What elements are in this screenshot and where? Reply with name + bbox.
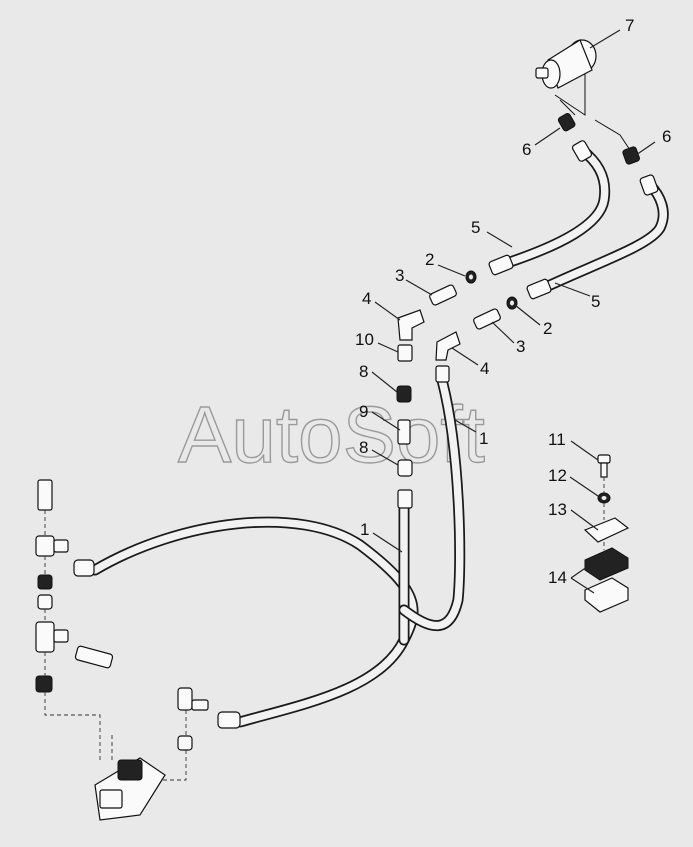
part-4-elbow-left <box>397 309 425 341</box>
callout-8-upper: 8 <box>359 362 368 381</box>
part-3-connector-lower <box>473 308 501 330</box>
callout-3-upper: 3 <box>395 266 404 285</box>
part-8-fitting-lower <box>397 459 413 477</box>
hose-5-upper <box>504 144 611 268</box>
part-8-fitting-upper <box>396 385 412 403</box>
left-tee-fitting-lower <box>35 621 69 653</box>
callout-8-lower: 8 <box>359 438 368 457</box>
callout-9: 9 <box>359 402 368 421</box>
left-bottom-fitting <box>35 675 53 693</box>
part-12-washer <box>597 492 611 504</box>
callout-4-upper: 4 <box>362 289 371 308</box>
hose-1-long <box>89 516 419 728</box>
part-10-nut <box>397 344 413 362</box>
callout-14: 14 <box>548 568 567 587</box>
hose-5-lower <box>542 179 669 292</box>
hose-5-fitting-top-a <box>571 140 593 162</box>
leader-lines <box>371 29 656 594</box>
part-13-plate <box>583 517 630 543</box>
left-nut-a <box>37 574 53 590</box>
hose-1-right <box>398 374 466 632</box>
callout-11: 11 <box>548 430 566 449</box>
part-6-fitting-left <box>557 113 576 132</box>
part-3-connector-upper <box>429 284 457 306</box>
left-pipe-fitting-top <box>37 479 53 511</box>
callout-7: 7 <box>625 16 634 35</box>
dashed-guide-lines <box>44 477 605 781</box>
callout-13: 13 <box>548 500 567 519</box>
hose-1-bottom-end <box>217 711 241 729</box>
callout-2-lower: 2 <box>543 319 552 338</box>
part-14-clamp-lower <box>584 577 629 613</box>
callout-6-right: 6 <box>662 127 671 146</box>
callout-3-lower: 3 <box>516 337 525 356</box>
part-2-washer-lower <box>506 296 518 310</box>
left-nut-b <box>37 594 53 610</box>
valve-block <box>94 757 166 821</box>
callout-5-lower: 5 <box>591 292 600 311</box>
callout-10: 10 <box>355 330 374 349</box>
callout-12: 12 <box>548 466 567 485</box>
callout-2-upper: 2 <box>425 250 434 269</box>
part-9-union <box>397 419 411 445</box>
left-sleeve <box>74 645 114 669</box>
hose-5-fitting-a <box>488 254 514 276</box>
hose-1-left-end <box>73 559 95 577</box>
part-6-fitting-right <box>622 146 640 165</box>
part-14-clamp-upper <box>584 547 629 581</box>
hose-1-end-fitting <box>397 489 413 509</box>
callout-1-right: 1 <box>479 429 488 448</box>
watermark: AutoSoft <box>178 390 485 479</box>
part-11-bolt <box>597 454 611 478</box>
hose-5-fitting-b <box>526 278 552 300</box>
bottom-elbow-fitting <box>177 687 209 711</box>
callout-6-left: 6 <box>522 140 531 159</box>
callout-5-upper: 5 <box>471 218 480 237</box>
part-7-motor <box>535 39 631 151</box>
left-tee-fitting-upper <box>35 535 69 557</box>
part-2-washer-upper <box>465 270 477 284</box>
bottom-nut <box>177 735 193 751</box>
hose-1-right-end-fitting <box>435 365 450 383</box>
callout-4-lower: 4 <box>480 359 489 378</box>
callout-1-left: 1 <box>360 520 369 539</box>
part-4-elbow-right <box>435 331 461 361</box>
hose-5-fitting-top-b <box>639 174 659 196</box>
